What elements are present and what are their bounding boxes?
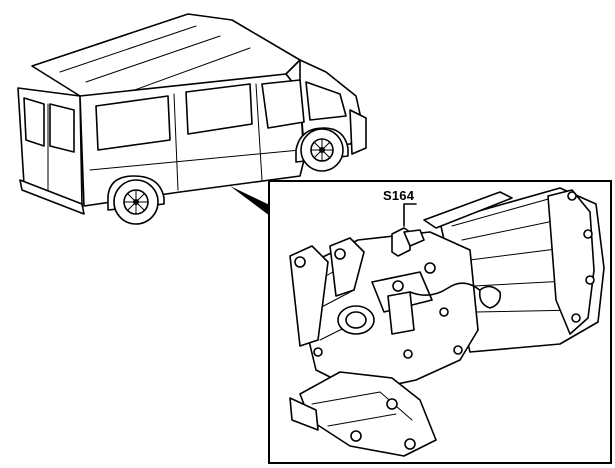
van-illustration [17, 13, 367, 225]
component-callout-label: S164 [383, 188, 415, 203]
transmission-illustration [289, 187, 605, 457]
detail-pointer [230, 186, 276, 216]
